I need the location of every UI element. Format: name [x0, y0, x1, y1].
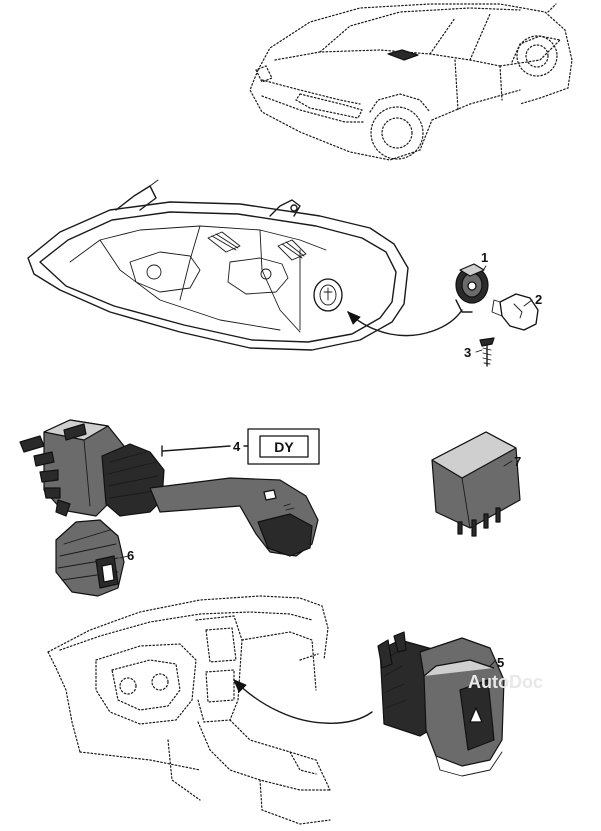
watermark: AutoDoc: [468, 672, 543, 692]
car-illustration: [249, 3, 573, 161]
dashboard-illustration: [47, 595, 331, 825]
callout-2: 2: [535, 292, 542, 307]
assembly-arrow-dashboard: [233, 679, 373, 724]
code-box-label: DY: [274, 439, 294, 455]
assembly-arrow-headlamp: [347, 309, 463, 337]
code-box: DY: [161, 428, 320, 465]
callout-3: 3: [464, 345, 471, 360]
headlamp-housing: [27, 179, 409, 351]
combination-switch: [19, 419, 319, 557]
callout-1: 1: [481, 250, 488, 265]
relay-part-7: [431, 431, 521, 537]
hazard-switch-part-5: [377, 631, 505, 777]
bulb-part-2: [491, 293, 539, 331]
callout-leaders: [119, 265, 533, 667]
callout-5: 5: [497, 655, 504, 670]
rubber-boot-part-6: [55, 519, 125, 597]
screw-part-3: [479, 337, 495, 367]
callout-7: 7: [514, 454, 521, 469]
callout-4: 4: [233, 439, 241, 454]
bulb-holder-part-1: [455, 263, 489, 313]
callout-6: 6: [127, 548, 134, 563]
